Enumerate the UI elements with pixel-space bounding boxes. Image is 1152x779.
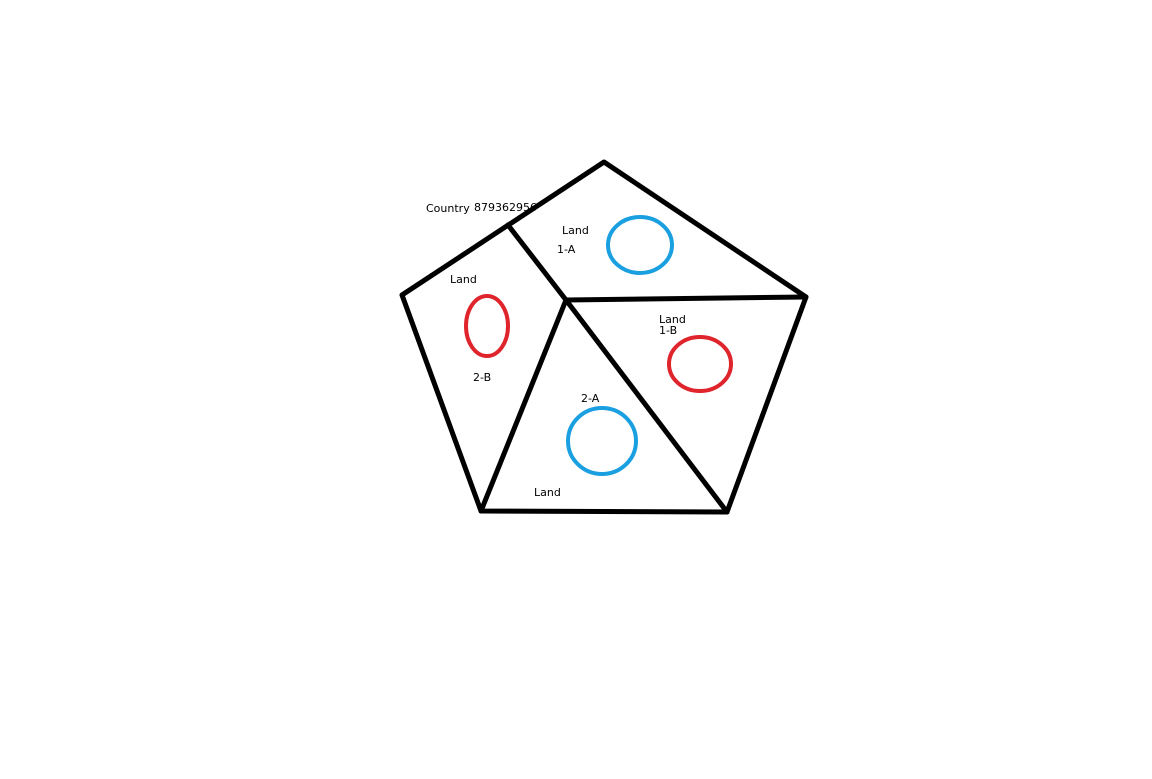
region-1a-land-label: Land [562,224,589,237]
region-2a-marker [566,406,638,476]
region-1a-code: 1-A [557,243,576,256]
region-2b-land-label: Land [450,273,477,286]
region-2a-land-label: Land [534,486,561,499]
region-1b-code: 1-B [659,324,677,337]
divider-line-a [505,222,569,303]
divider-line-b [563,294,809,303]
divider-line-c [478,297,569,514]
region-1b-land-label: Land [659,313,686,326]
country-pentagon-outline [399,159,809,515]
country-id: 879362956 [474,201,537,214]
region-2b-code: 2-B [473,371,491,384]
region-1a-marker [606,215,674,275]
divider-line-d [563,297,730,515]
region-1b-marker [667,335,733,393]
region-2a-code: 2-A [581,392,600,405]
region-2b-marker [464,294,510,358]
country-label: Country [426,202,470,215]
